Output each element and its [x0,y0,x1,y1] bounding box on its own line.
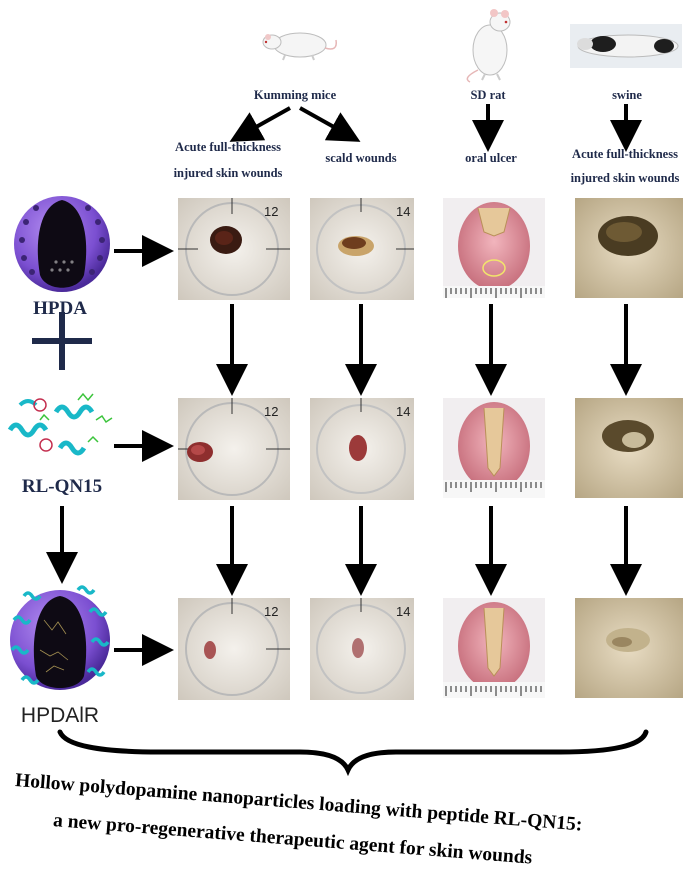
label-acute-mice-2: injured skin wounds [173,166,283,180]
photo-label-14-row3: 14 [396,604,411,619]
label-hpda: HPDA [33,298,87,319]
photo-rat-oral-late [443,598,545,698]
photo-swine-acute-mid [575,398,683,498]
photo-label-14-row1: 14 [396,204,411,219]
label-acute-mice-1: Acute full-thickness [175,140,281,154]
photo-label-14-row2: 14 [396,404,411,419]
label-rl-qn15: RL-QN15 [21,476,103,497]
mice-branch-arrows [229,106,361,142]
label-kumming-mice: Kumming mice [253,88,337,102]
rat-illustration [466,9,511,83]
label-sd-rat: SD rat [470,88,506,102]
photo-rat-oral-day0 [443,198,545,298]
label-oral-ulcer: oral ulcer [465,151,517,165]
label-hpdalr: HPDAlR [20,704,100,727]
photo-swine-acute-late [575,598,683,698]
photo-rat-oral-mid [443,398,545,498]
photo-label-12-row3: 12 [264,604,279,619]
photo-mice-scald-mid [310,398,414,500]
photo-label-12-row1: 12 [264,204,279,219]
mouse-illustration [262,32,338,61]
photo-swine-acute-day0 [575,198,683,298]
label-acute-swine-1: Acute full-thickness [572,147,678,161]
hpda-nanoparticle [14,196,110,292]
photo-mice-acute-mid [178,398,290,500]
photo-mice-scald-day0 [310,198,414,300]
photo-mice-acute-day0 [178,198,290,300]
peptide-structure [7,392,113,456]
label-scald-wounds: scald wounds [325,151,397,165]
label-acute-swine-2: injured skin wounds [570,171,680,185]
hpdalr-nanoparticle [10,585,110,690]
swine-photo [570,24,682,68]
photo-label-12-row2: 12 [264,404,279,419]
ruler-ticks [445,288,542,696]
photo-mice-acute-late [178,598,290,700]
curly-brace [57,729,649,777]
plus-sign [32,312,92,370]
photo-mice-scald-late [310,598,414,700]
label-swine: swine [612,88,642,102]
column-arrows [216,304,642,596]
row-arrows [114,235,174,666]
